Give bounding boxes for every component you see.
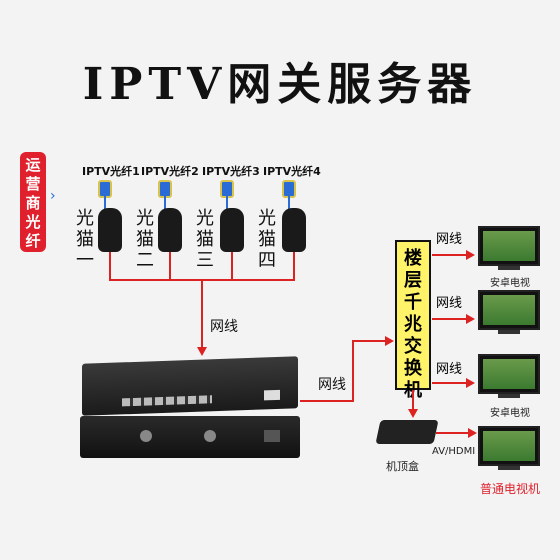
fiber-label-3: IPTV光纤3 [202,165,260,178]
optical-modem-icon [98,208,122,252]
fiber-cable [226,196,228,210]
optical-modem-icon [282,208,306,252]
cable-label: 网线 [436,362,463,377]
page-title: IPTV网关服务器 [82,59,478,110]
label-sticker [264,389,280,401]
arrow-right-icon [466,378,475,388]
tv-stand [498,394,520,398]
tv-caption: 安卓电视 [490,408,530,419]
cable-label: 网线 [210,319,238,335]
network-cable [352,340,386,342]
modem-label-4: 光猫四 [258,208,276,271]
arrow-right-icon [468,428,477,438]
network-cable [293,252,295,280]
fiber-label-1: IPTV光纤1 [82,165,140,178]
network-cable [231,252,233,280]
arrow-right-icon [466,314,475,324]
set-top-box-icon [375,420,439,444]
floor-gigabit-switch: 楼层千兆交换机 [395,240,431,401]
network-cable [412,390,414,412]
arrow-right-icon [385,336,394,346]
network-cable [432,254,468,256]
fan-icon [140,430,152,442]
cable-label: 网线 [318,377,346,393]
power-socket-icon [264,430,280,442]
arrow-right-icon [466,250,475,260]
network-cable [300,400,354,402]
tv-caption-regular: 普通电视机 [480,482,541,496]
optical-modem-icon [220,208,244,252]
network-cable [352,340,354,402]
cable-label: 网线 [436,296,463,311]
tv-stand [498,266,520,270]
tv-icon [478,226,540,266]
network-cable [432,318,468,320]
network-cable [169,252,171,280]
arrow-down-icon [197,347,207,356]
tv-icon [478,290,540,330]
carrier-fiber-label: 运营商光纤 [20,152,46,252]
gateway-server-front [82,356,298,416]
network-cable [109,252,111,280]
fiber-label-2: IPTV光纤2 [141,165,199,178]
modem-label-2: 光猫二 [136,208,154,271]
lan-ports [122,395,212,407]
optical-modem-icon [158,208,182,252]
tv-stand [498,466,520,470]
av-hdmi-cable [436,432,470,434]
network-cable [201,279,203,349]
gateway-server-back [80,416,300,458]
fiber-label-4: IPTV光纤4 [263,165,321,178]
tv-icon [478,426,540,466]
arrow-down-icon [408,409,418,418]
fiber-cable [104,196,106,210]
tv-icon [478,354,540,394]
tv-caption: 安卓电视 [490,278,530,289]
cable-label: 网线 [436,232,463,247]
modem-label-1: 光猫一 [76,208,94,271]
set-top-box-label: 机顶盒 [386,460,419,473]
fan-icon [204,430,216,442]
fiber-cable [164,196,166,210]
modem-label-3: 光猫三 [196,208,214,271]
fiber-cable [288,196,290,210]
tv-stand [498,330,520,334]
av-hdmi-label: AV/HDMI [432,446,476,457]
network-cable [432,382,468,384]
carrier-arrow: › [50,188,56,204]
